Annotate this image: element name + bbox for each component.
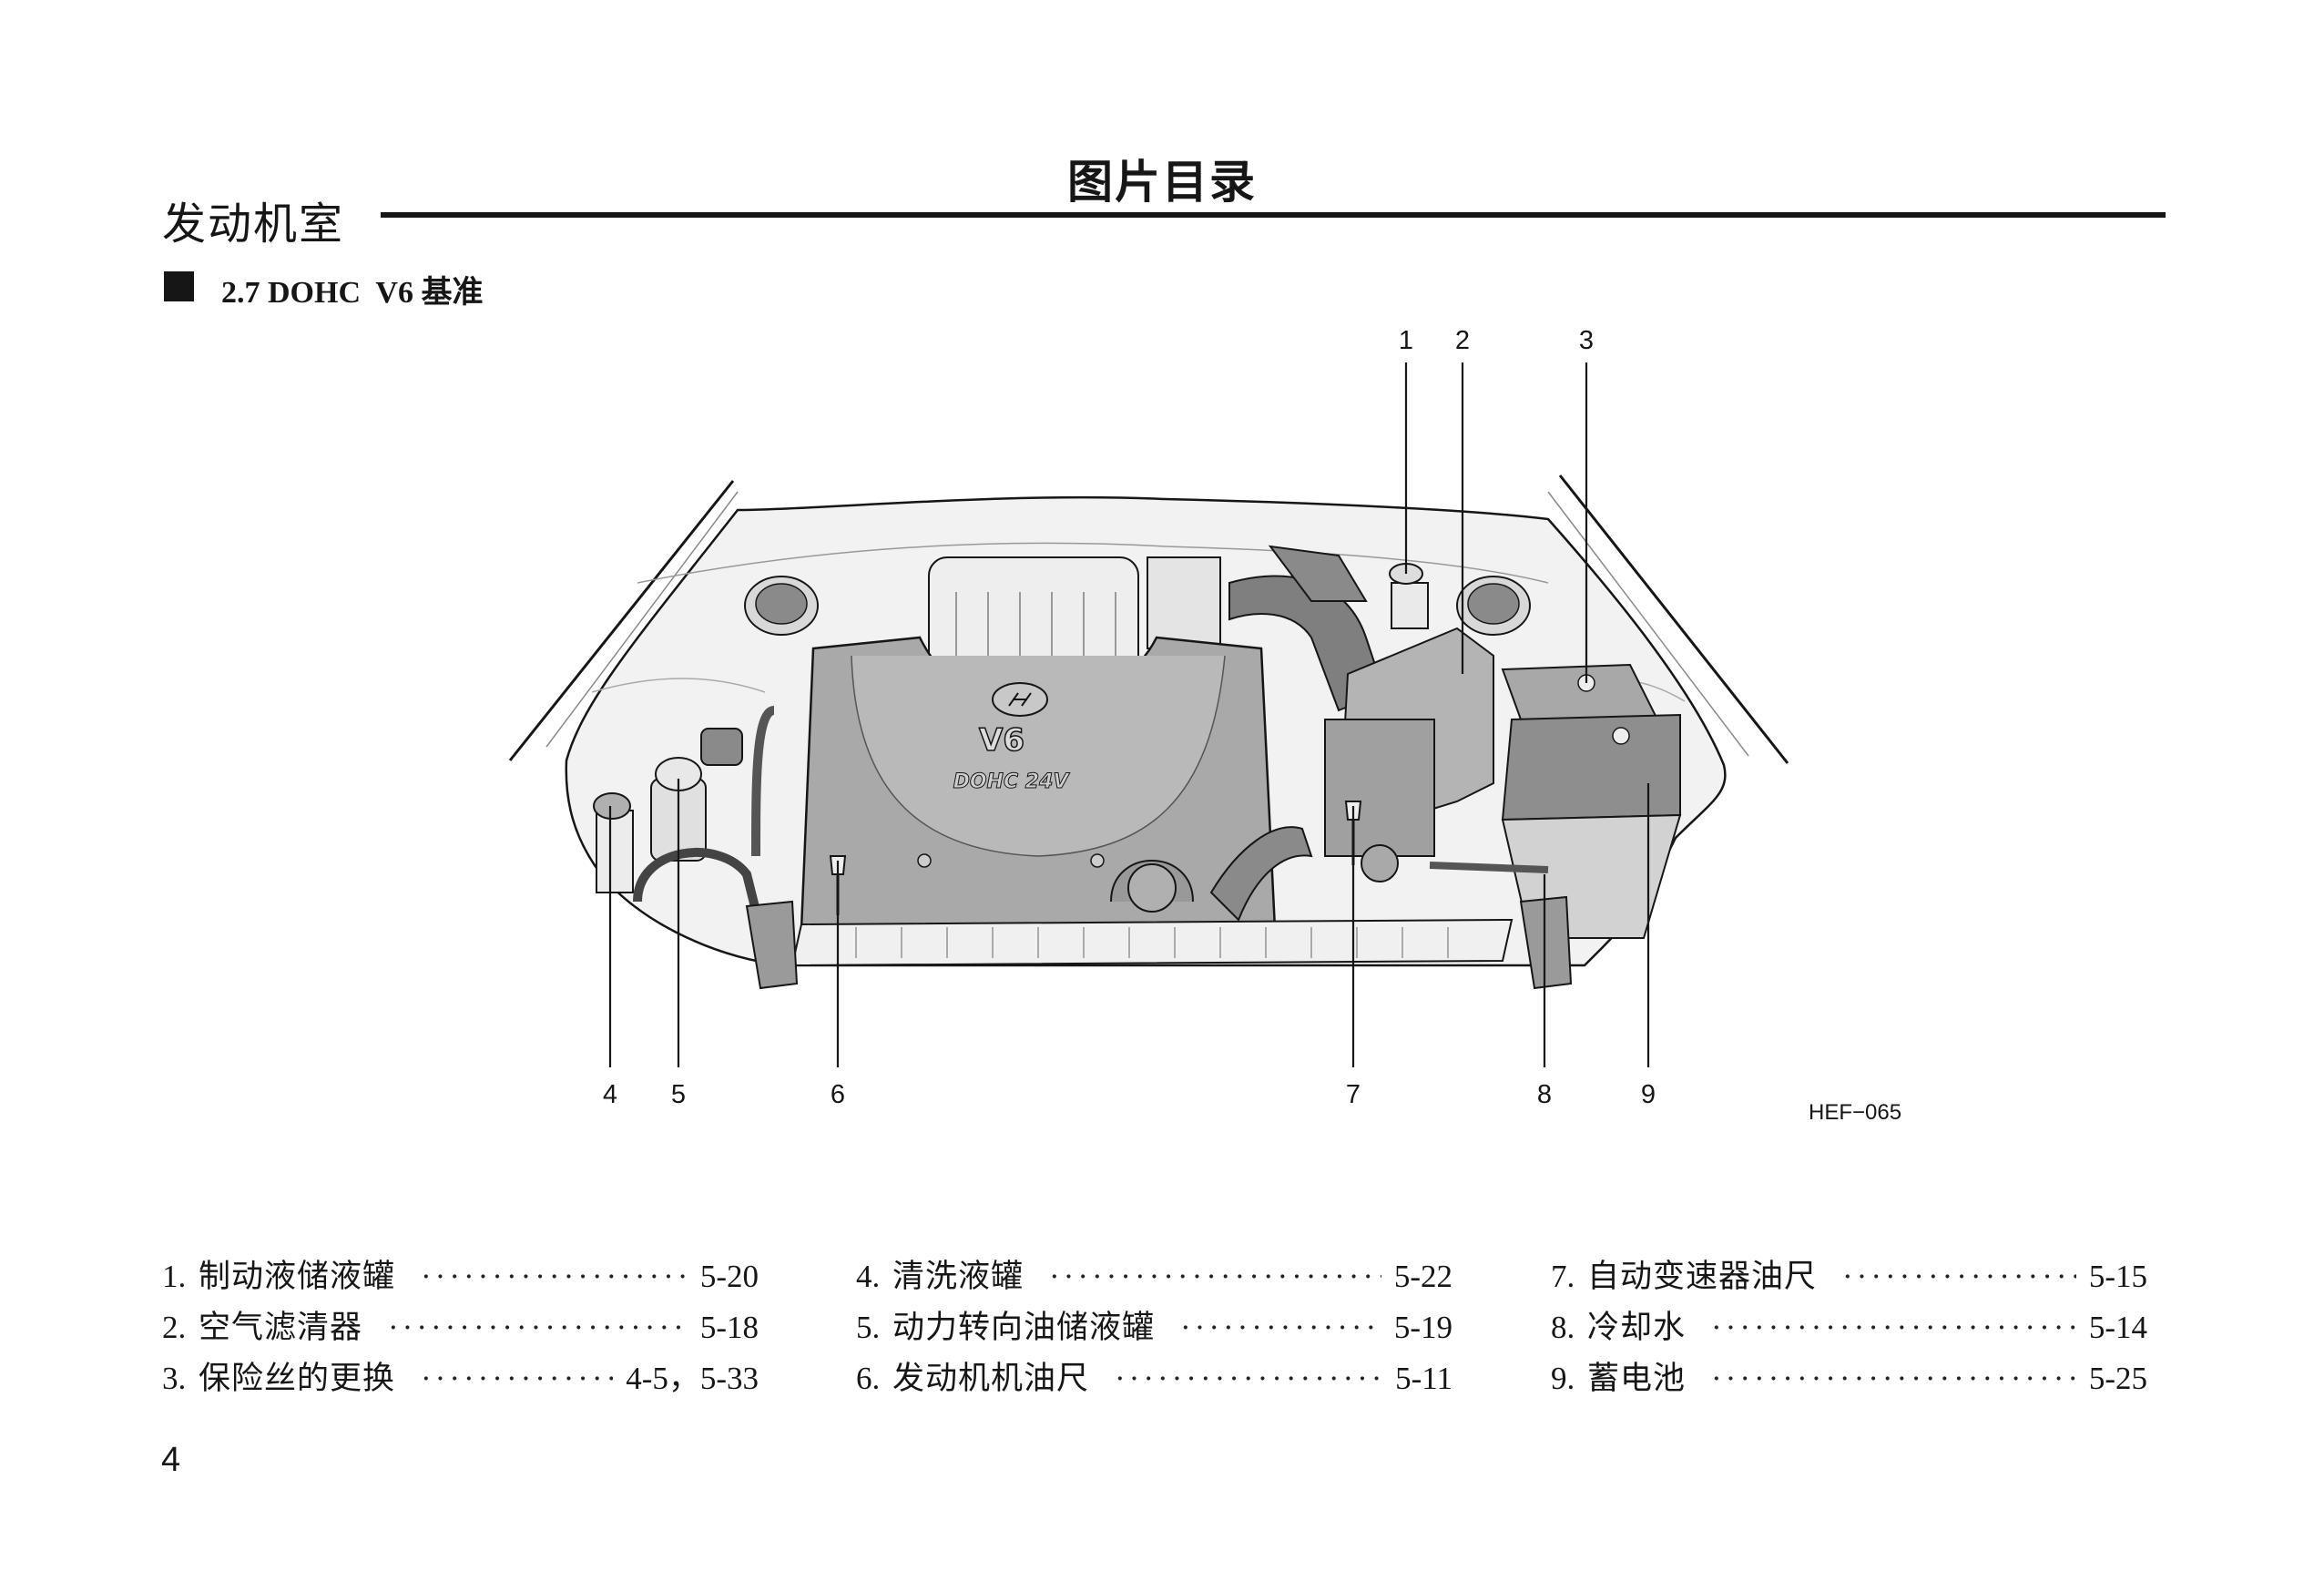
callout-1: 1 — [1398, 326, 1414, 355]
left-hoses — [633, 706, 776, 913]
part-name: 自动变速器油尺 — [1587, 1259, 1818, 1294]
part-item[interactable]: 8. 冷却水 ······························· 5… — [1551, 1310, 2147, 1361]
leader-dots: ······························· — [1842, 1259, 2076, 1294]
part-number: 1. — [162, 1259, 187, 1294]
part-page-ref[interactable]: 5-15 — [2088, 1259, 2147, 1294]
part-name: 动力转向油储液罐 — [892, 1310, 1156, 1345]
leader-dots: ······························· — [388, 1310, 688, 1345]
callout-6: 6 — [830, 1080, 846, 1109]
parts-column-3: 7. 自动变速器油尺 ·····························… — [1551, 1259, 2147, 1412]
part-name: 空气滤清器 — [199, 1310, 363, 1345]
leader-dots: ······························· — [421, 1259, 688, 1294]
part-item[interactable]: 6. 发动机机油尺 ······························… — [856, 1361, 1452, 1412]
part-page-ref[interactable]: 5-11 — [1395, 1361, 1452, 1396]
leader-dots: ······························· — [1180, 1310, 1381, 1345]
parts-column-1: 1. 制动液储液罐 ······························… — [162, 1259, 759, 1412]
page-title: 图片目录 — [1067, 156, 1257, 209]
part-item[interactable]: 3. 保险丝的更换 ······························… — [162, 1361, 759, 1412]
part-page-ref[interactable]: 5-14 — [2088, 1310, 2147, 1345]
right-strut-tower — [1456, 576, 1531, 636]
part-item[interactable]: 9. 蓄电池 ······························· 5… — [1551, 1361, 2147, 1412]
subsection-title: 2.7 DOHC V6 基准 — [221, 276, 484, 310]
callout-9: 9 — [1640, 1080, 1656, 1109]
part-page-ref[interactable]: 4-5，5-33 — [626, 1361, 759, 1396]
part-number: 2. — [162, 1310, 187, 1345]
part-name: 保险丝的更换 — [199, 1361, 396, 1396]
figure-code: HEF−065 — [1809, 1100, 1902, 1125]
parts-column-2: 4. 清洗液罐 ······························· … — [856, 1259, 1452, 1412]
leader-dots: ······························· — [1711, 1361, 2076, 1396]
engine-cover-model: V6 — [978, 722, 1024, 759]
part-item[interactable]: 1. 制动液储液罐 ······························… — [162, 1259, 759, 1310]
part-name: 清洗液罐 — [892, 1259, 1024, 1294]
leader-dots: ······························· — [1711, 1310, 2076, 1345]
part-name: 制动液储液罐 — [199, 1259, 396, 1294]
part-name: 冷却水 — [1587, 1310, 1687, 1345]
oil-filler-cap — [1110, 860, 1194, 913]
part-name: 发动机机油尺 — [892, 1361, 1090, 1396]
part-item[interactable]: 5. 动力转向油储液罐 ····························… — [856, 1310, 1452, 1361]
radiator-hose — [1209, 826, 1313, 922]
part-page-ref[interactable]: 5-22 — [1393, 1259, 1452, 1294]
callout-5: 5 — [670, 1080, 687, 1109]
left-strut-tower — [744, 576, 819, 636]
part-number: 5. — [856, 1310, 881, 1345]
part-item[interactable]: 2. 空气滤清器 ·······························… — [162, 1310, 759, 1361]
hood-outline — [508, 474, 1789, 764]
header-rule — [381, 212, 2166, 218]
part-item[interactable]: 7. 自动变速器油尺 ·····························… — [1551, 1259, 2147, 1310]
air-intake-hose — [1228, 545, 1386, 712]
part-number: 6. — [856, 1361, 881, 1396]
part-number: 8. — [1551, 1310, 1575, 1345]
part-number: 3. — [162, 1361, 187, 1396]
callout-3: 3 — [1578, 326, 1595, 355]
callout-4: 4 — [602, 1080, 618, 1109]
callout-2: 2 — [1454, 326, 1471, 355]
page-number: 4 — [161, 1441, 181, 1479]
part-number: 4. — [856, 1259, 881, 1294]
section-title: 发动机室 — [162, 199, 345, 250]
callout-7: 7 — [1345, 1080, 1361, 1109]
callout-leaders — [608, 362, 1650, 1067]
leader-dots: ······························· — [1115, 1361, 1383, 1396]
engine-cover-label: DOHC 24V — [953, 770, 1069, 793]
part-page-ref[interactable]: 5-25 — [2088, 1361, 2147, 1396]
coolant-cap — [1361, 844, 1549, 882]
part-name: 蓄电池 — [1587, 1361, 1687, 1396]
bullet-square-icon — [164, 271, 194, 301]
callout-8: 8 — [1536, 1080, 1553, 1109]
part-page-ref[interactable]: 5-19 — [1393, 1310, 1452, 1345]
part-page-ref[interactable]: 5-20 — [699, 1259, 759, 1294]
part-number: 7. — [1551, 1259, 1575, 1294]
radiator-support — [745, 895, 1573, 990]
leader-dots: ······························· — [421, 1361, 613, 1396]
part-item[interactable]: 4. 清洗液罐 ······························· … — [856, 1259, 1452, 1310]
part-page-ref[interactable]: 5-18 — [699, 1310, 759, 1345]
engine-cover — [800, 636, 1277, 931]
part-number: 9. — [1551, 1361, 1575, 1396]
brake-fluid-reservoir — [1389, 563, 1429, 629]
air-filter-housing — [1324, 627, 1494, 857]
leader-dots: ······························· — [1049, 1259, 1381, 1294]
washer-reservoir — [593, 792, 634, 893]
